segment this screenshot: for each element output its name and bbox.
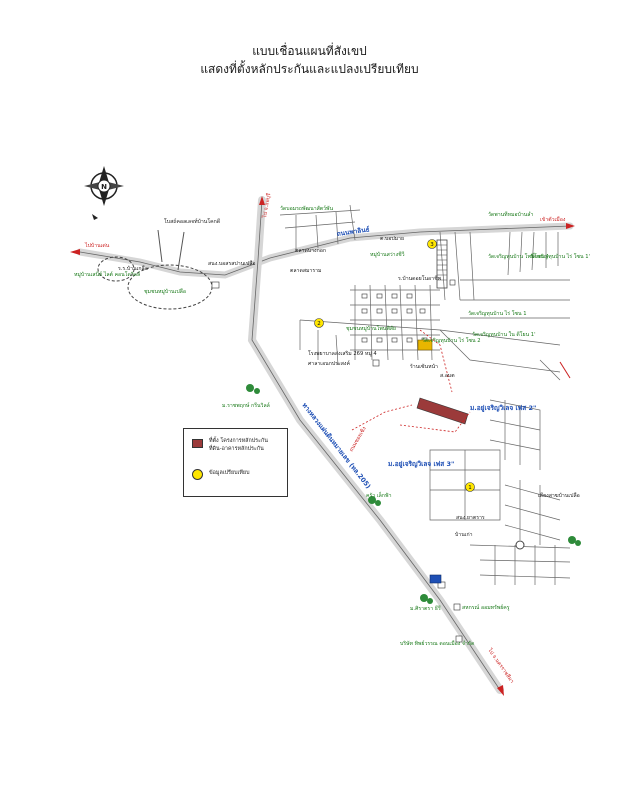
label-estate-3: ม.อยู่เจริญวิเลจ เฟส 3" <box>388 460 454 469</box>
label-apartment: ร้านเซ้นหน้า <box>410 363 438 370</box>
label-school: ร.ร.บ้านเกลือ <box>118 265 148 272</box>
small-plane-icon <box>92 214 98 220</box>
comparison-marker-2: 2 <box>314 318 324 328</box>
label-dental: ต.บอปมาย <box>380 236 404 242</box>
label-church: โบสถ์คอลเลจท์บ้านโคกดี <box>164 218 220 225</box>
map-subtitle: แสดงที่ตั้งหลักประกันและแปลงเปรียบเทียบ <box>200 62 419 76</box>
label-village-4: วัดเจริญทุนบ้าน โพธิ์โซน 4 <box>488 252 550 260</box>
svg-text:2: 2 <box>317 321 321 327</box>
arrow-down-icon <box>497 685 504 696</box>
tree-icons <box>246 384 581 604</box>
striped-block <box>436 239 448 289</box>
label-village-top: วัดบอมรถพัฒนาสัตว์พัน <box>280 205 333 212</box>
right-lots <box>439 279 570 381</box>
label-waterpark: ม.ราชพฤกษ์ กรีนวิลล์ <box>222 402 270 409</box>
arrow-left-icon <box>70 249 80 255</box>
legend-item-subject: ที่ตั้ง โครงการหลักประกัน ที่ดิน-อาคารหล… <box>192 437 279 453</box>
legend-text-comparison: ข้อมูลเปรียบเทียบ <box>209 470 250 476</box>
house-icons <box>361 293 428 343</box>
temple-icon <box>417 339 433 351</box>
label-settlement: เดียงสาฆบ้านเปลือ <box>538 492 580 499</box>
label-village-3: วัดเจริญทุนบ้าน ไร่ โซน 2 <box>422 336 481 344</box>
label-village-6: วัดพานทีหมอบ้านลำ <box>488 211 533 218</box>
estate-phase-2 <box>489 399 541 470</box>
label-temple-top: หมู่บ้านสว่างชีวี <box>370 251 405 258</box>
arrow-up-icon <box>259 196 265 205</box>
label-school-bottom: สนง.ยาตราร <box>456 515 485 521</box>
label-left-village: หมู่บ้านเสนีย์ ไลต์ คอนโดวิลล์ <box>74 270 140 278</box>
label-market: ตลาดบางกอก <box>295 248 326 254</box>
label-sao: ส.อบต <box>440 373 455 379</box>
building-icons <box>211 279 463 643</box>
comparison-marker-3: 3 <box>427 239 437 249</box>
label-village-5: วัดเจริญทุนบ้าน ไร่ โซน 1' <box>530 252 590 260</box>
label-soi-road: ถนนซอยเชิง <box>348 425 368 453</box>
label-health: โรงพยาบาลส่งเสริม 269 หมู่ 4 <box>308 350 377 357</box>
label-sriya: ม.ศิราตรา ธีรี <box>410 605 441 612</box>
label-sahakorn: สหกรณ์ ออมทรัพย์ครู <box>462 604 510 611</box>
estate-phase-3 <box>429 449 501 521</box>
svg-text:1: 1 <box>468 485 472 491</box>
label-estate-2: ม.อยู่เจริญวิเลจ เฟส 2" <box>470 404 536 413</box>
label-company: บริษัท ทิพย์วรรณ ดอนเมือง จำกัด <box>400 640 474 647</box>
village-left-boundary <box>97 256 135 282</box>
label-krua-lekfa: ครัว เล็กฟ้า <box>366 491 392 499</box>
label-village-1: วัดเจริญทุนบ้าน ไร่ โซน 1 <box>468 309 527 317</box>
comparison-marker-1: 1 <box>465 482 475 492</box>
label-community-left: ชุมชนหมู่บ้านเปลือ <box>144 288 186 295</box>
label-health2: ศาลาเอนกประสงค์ <box>308 360 350 367</box>
north-streets <box>279 204 559 301</box>
map-title: แบบเชื่อนแผนที่สังเขป <box>252 44 367 58</box>
arrow-right-icon <box>566 223 575 229</box>
legend-swatch-yellow <box>192 469 203 480</box>
svg-text:3: 3 <box>430 242 434 248</box>
red-road-segment <box>559 361 571 379</box>
label-hospital: ตลาดสมาราม <box>290 268 321 274</box>
bus-stop-icon <box>429 574 442 584</box>
label-village-7: วัดเจริญทุนบ้าน ใน ดีโยน 1' <box>472 331 536 338</box>
label-left-arrow: ไปบ้านเด่น <box>84 241 110 249</box>
roundabout <box>515 540 525 550</box>
legend-swatch-red <box>192 439 203 448</box>
label-top-right-arrow: เข้าตัวเมือง <box>540 216 566 223</box>
label-ban-kae: บ้านเก่า <box>455 531 473 538</box>
compass-label: N <box>101 183 107 191</box>
legend-item-comparison: ข้อมูลเปรียบเทียบ <box>192 469 279 480</box>
subject-property <box>416 397 469 425</box>
compass-icon: N <box>84 166 124 206</box>
label-village-2: ชุมชนหมู่บ้านโพนพิสัย <box>346 325 396 332</box>
label-highway: ทางหลวงแผ่นดินหมายเลข (ทล.205) <box>300 401 372 490</box>
label-ban-dok: ร.บ้านดอยโนอาชีพ <box>398 275 442 282</box>
legend-box: ที่ตั้ง โครงการหลักประกัน ที่ดิน-อาคารหล… <box>183 428 288 497</box>
label-sanam: สนง.บอสรสปานเปลือ <box>208 260 256 267</box>
legend-text-subject: ที่ตั้ง โครงการหลักประกัน ที่ดิน-อาคารหล… <box>209 438 268 452</box>
